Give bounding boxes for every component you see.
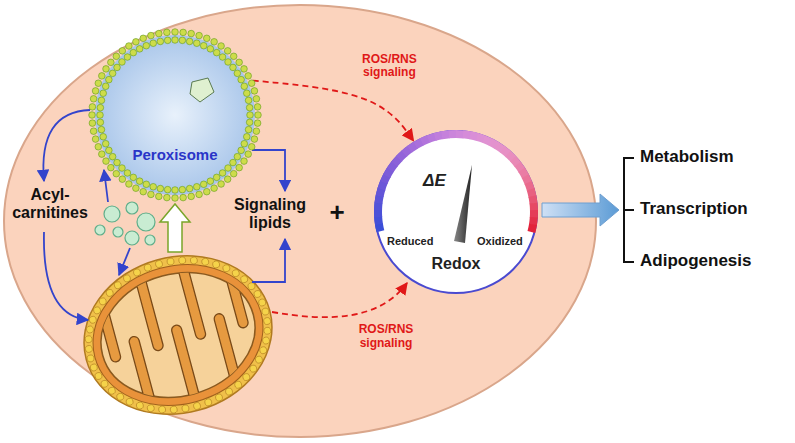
organelle-name: Peroxisome — [90, 146, 260, 163]
contact-arrow — [160, 204, 190, 252]
output-arrow — [542, 194, 619, 226]
ros-arrow — [272, 283, 407, 317]
outcome-label: Transcription — [640, 199, 790, 219]
plus-sign: + — [325, 198, 349, 228]
gauge-label: Reduced — [387, 235, 433, 248]
bracket — [624, 158, 634, 262]
peroxisome-circle: Peroxisome — [90, 30, 260, 200]
outcome-label: Adipogenesis — [640, 251, 790, 271]
signal-label: ROS/RNS signaling — [348, 53, 430, 81]
cell — [4, 5, 596, 437]
signal-arrow — [253, 81, 414, 141]
gauge-label: ΔE — [423, 171, 446, 191]
molecule-label: Signaling lipids — [224, 196, 316, 233]
mitochondrion — [66, 235, 290, 435]
molecule-label: Acyl- carnitines — [2, 186, 98, 223]
redox-gauge: ΔE Reduced OxidizedRedox — [373, 129, 539, 295]
vesicles — [95, 202, 155, 245]
gauge-label: Redox — [373, 255, 539, 273]
outcome-label: Metabolism — [640, 147, 790, 167]
signal-label: ROS/RNS signaling — [345, 323, 427, 351]
gauge-label: Oxidized — [477, 235, 523, 248]
peroxisome-shape — [90, 30, 260, 200]
